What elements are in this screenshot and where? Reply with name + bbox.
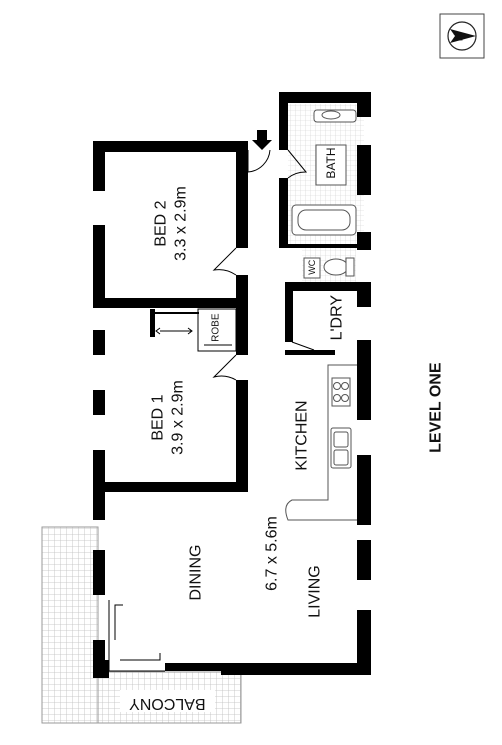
bed2-size: 3.3 x 2.9m: [173, 186, 190, 261]
bed1-name: BED 1: [150, 394, 167, 440]
walls: [93, 92, 371, 678]
bath-label: BATH: [324, 147, 338, 178]
north-arrow-icon: [450, 29, 476, 43]
robe-label: ROBE: [211, 313, 222, 342]
living-size: 6.7 x 5.6m: [264, 516, 281, 591]
bed2-name: BED 2: [153, 200, 170, 246]
compass: N: [439, 13, 485, 59]
kitchen-label: KITCHEN: [294, 400, 311, 470]
level-label: LEVEL ONE: [428, 362, 445, 453]
laundry-label: L'DRY: [329, 295, 346, 341]
compass-label: N: [451, 32, 466, 41]
balcony-label: BALCONY: [129, 695, 206, 712]
robe: ROBE: [150, 308, 237, 352]
doors: [108, 149, 315, 672]
entry-arrow-icon: [252, 130, 272, 150]
wc-label: WC: [307, 259, 317, 274]
room-labels: BED 2 3.3 x 2.9m BED 1 3.9 x 2.9m BATH W…: [150, 147, 445, 617]
dining-label: DINING: [188, 545, 205, 601]
kitchen-counter: [285, 364, 357, 521]
bed1-size: 3.9 x 2.9m: [170, 380, 187, 455]
balcony: BALCONY: [41, 526, 242, 724]
bath-fixtures: [291, 109, 357, 279]
living-name: LIVING: [307, 565, 324, 617]
